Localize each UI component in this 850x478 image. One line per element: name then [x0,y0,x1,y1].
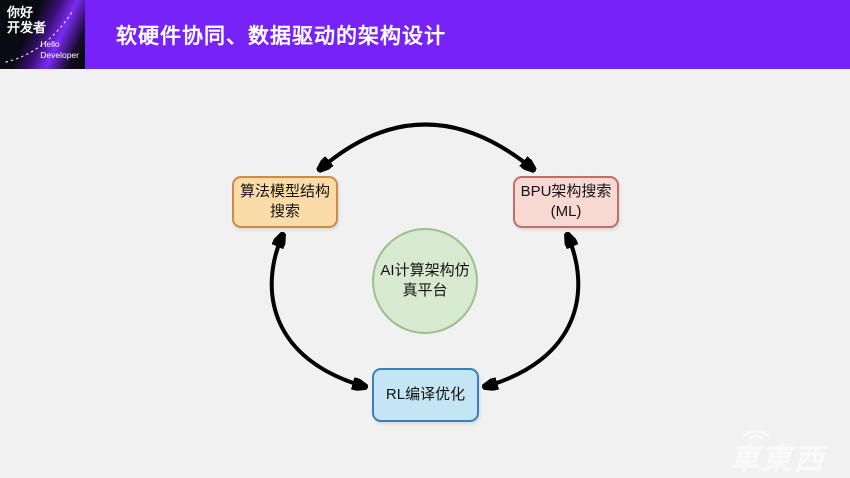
arrow-algo-rl [269,234,366,387]
page-title: 软硬件协同、数据驱动的架构设计 [116,24,446,48]
node-algo-model-search: 算法模型结构 搜索 [232,176,338,228]
arrow-bpu-rl [484,234,581,387]
logo-cn-text: 你好 开发者 [7,5,47,35]
hello-developer-logo: 你好 开发者 Hello Developer [0,0,85,69]
node-ai-sim-platform: AI计算架构仿 真平台 [372,228,478,334]
watermark: 車東西 [722,424,842,477]
header-bar: 你好 开发者 Hello Developer 软硬件协同、数据驱动的架构设计 [0,0,850,69]
arrow-algo-bpu [319,122,534,171]
node-bpu-arch-search: BPU架构搜索 (ML) [513,176,619,228]
logo-en-text: Hello Developer [40,38,79,60]
watermark-text: 車東西 [729,444,827,477]
node-rl-compile-opt: RL编译优化 [372,368,479,422]
watermark-signal-icon [742,429,770,440]
